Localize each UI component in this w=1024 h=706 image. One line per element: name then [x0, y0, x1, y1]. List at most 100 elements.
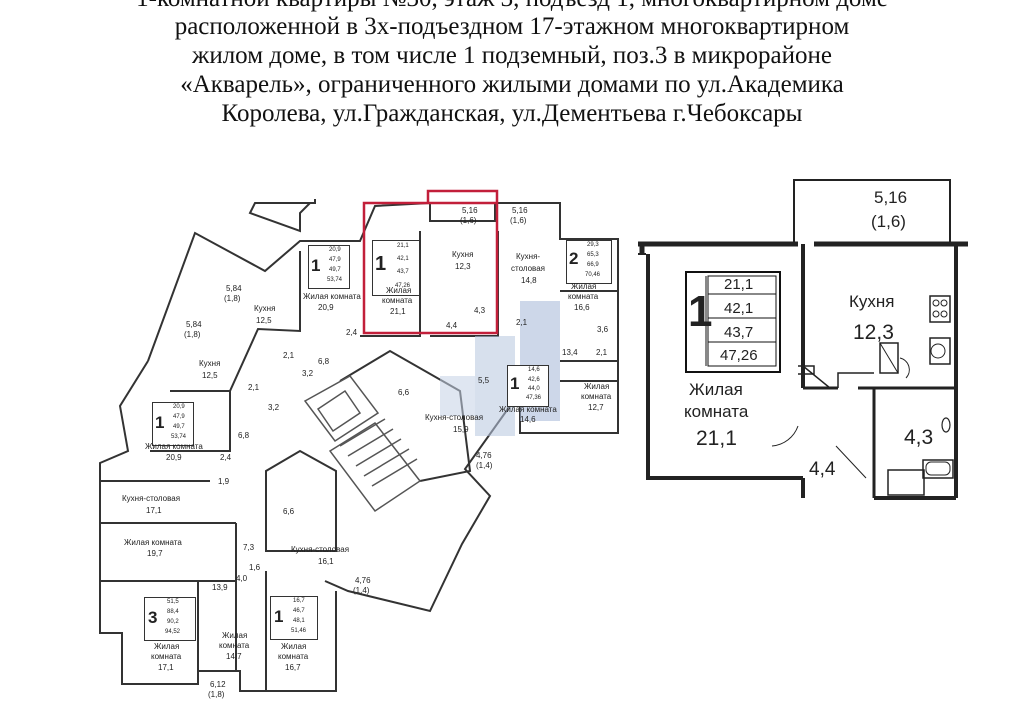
apt-a-kitchen-area: 12,3: [455, 262, 471, 271]
apt-i-area-3: 51,46: [291, 628, 307, 634]
apt-e-living-area: 20,9: [166, 453, 182, 462]
apt-d-kitchen: Кухня: [199, 359, 221, 368]
apt-f-balcony-r: (1,4): [476, 461, 493, 470]
apt-h-rooms: 3: [148, 608, 158, 627]
apt-a-rooms: 1: [375, 253, 387, 275]
apt-h-balcony-r: (1,8): [208, 690, 225, 699]
apt-b-balcony-r: (1,6): [510, 216, 527, 225]
apt-f-kitchen-area: 15,9: [453, 425, 469, 434]
apt-b-living-area: 16,6: [574, 303, 590, 312]
apt-g-wc: 1,6: [249, 563, 261, 572]
apt-i-hall: 6,6: [283, 507, 295, 516]
apt-h-area-2: 90,2: [167, 619, 179, 625]
detail-rooms: 1: [688, 287, 713, 336]
apt-b-rooms: 2: [569, 249, 579, 268]
apt-c-bath: 3,2: [302, 369, 314, 378]
apt-b-bath: 3,6: [597, 325, 609, 334]
apt-b-living-2: комната: [568, 292, 599, 301]
apt-e-hall: 6,8: [238, 431, 250, 440]
apt-e-rooms: 1: [155, 413, 165, 432]
detail-area-full: 47,26: [720, 347, 758, 364]
apt-g-kitchen: Кухня-столовая: [122, 494, 181, 503]
detail-area-total: 42,1: [724, 300, 754, 317]
apt-i-area-box: 1 16,7 46,7 48,1 51,46: [270, 596, 318, 640]
apt-d-balcony: 5,84: [186, 320, 202, 329]
detail-bath-area: 4,3: [904, 426, 934, 449]
floor-plan-labels: 1 21,1 42,1 43,7 47,26 Кухня 12,3 Жилая …: [122, 206, 612, 699]
apt-e-area-2: 49,7: [173, 424, 185, 430]
apt-f-area-2: 44,0: [528, 386, 540, 392]
apt-c-corr: 2,4: [346, 328, 358, 337]
apt-b-kitchen2: столовая: [511, 264, 545, 273]
apt-a-living-1: Жилая: [386, 286, 412, 295]
apt-a-balcony: 5,16: [462, 206, 478, 215]
apt-i-area-0: 16,7: [293, 598, 305, 604]
apt-d-kitchen-area: 12,5: [202, 371, 218, 380]
apt-i-living-area: 16,7: [285, 663, 301, 672]
apt-i-kitchen: Кухня-столовая: [291, 545, 350, 554]
apt-e-area-1: 47,9: [173, 414, 185, 420]
detail-balcony-area: 5,16: [874, 188, 908, 207]
apt-b-area-1: 65,3: [587, 252, 599, 258]
apt-b-area-2: 66,9: [587, 262, 599, 268]
apt-d-wc: 2,1: [248, 383, 260, 392]
apt-b-area-0: 29,3: [587, 242, 599, 248]
apt-h-living-b-area: 14,7: [226, 652, 242, 661]
apt-f-living: Жилая комната: [499, 405, 557, 414]
apt-a-area-3: 47,26: [395, 283, 411, 289]
apt-h-living-b: Жилая: [222, 631, 248, 640]
apt-i-area-1: 46,7: [293, 608, 305, 614]
apt-b-area-3: 70,46: [585, 272, 601, 278]
detail-living-area: 21,1: [696, 427, 737, 450]
apt-i-area-2: 48,1: [293, 618, 305, 624]
apt-h-living-area: 17,1: [158, 663, 174, 672]
apt-a-area-box: 1 21,1 42,1 43,7 47,26: [372, 240, 420, 296]
apt-f-living-b2: комната: [581, 392, 612, 401]
apt-h-living-2: комната: [151, 652, 182, 661]
apt-a-bath: 4,3: [474, 306, 486, 315]
apt-a-area-2: 43,7: [397, 269, 409, 275]
apt-c-hall: 6,8: [318, 357, 330, 366]
apt-g-living: Жилая комната: [124, 538, 182, 547]
apt-e-area-3: 53,74: [171, 434, 187, 440]
selected-apartment-outline: [362, 201, 499, 335]
apt-c-area-1: 47,9: [329, 257, 341, 263]
apt-c-kitchen-area: 12,5: [256, 316, 272, 325]
apt-c-living-area: 20,9: [318, 303, 334, 312]
apt-b-living-1: Жилая: [571, 282, 597, 291]
apt-c-balcony: 5,84: [226, 284, 242, 293]
heading-line-3: «Акварель», ограниченного жилыми домами …: [180, 71, 844, 98]
apt-c-area-box: 1 20,9 47,9 49,7 53,74: [308, 245, 350, 289]
apt-f-living-b-area: 12,7: [588, 403, 604, 412]
apt-f-living-b: Жилая: [584, 382, 610, 391]
apt-h-balcony: 6,12: [210, 680, 226, 689]
detail-living-label-1: Жилая: [689, 380, 743, 399]
detail-kitchen-label: Кухня: [849, 292, 895, 311]
apt-a-balcony-r: (1,6): [460, 216, 477, 225]
apt-i-rooms: 1: [274, 607, 284, 626]
apt-i-living-2: комната: [278, 652, 309, 661]
apt-g-living-area: 19,7: [147, 549, 163, 558]
apt-h-living-b2: комната: [219, 641, 250, 650]
apt-a-living-2: комната: [382, 296, 413, 305]
detail-kitchen-area: 12,3: [853, 321, 894, 344]
apt-f-living-area: 14,6: [520, 415, 536, 424]
apt-h-hall: 13,9: [212, 583, 228, 592]
apt-c-kitchen: Кухня: [254, 304, 276, 313]
heading-line-2: жилом доме, в том числе 1 подземный, поз…: [192, 42, 832, 69]
apt-g-bath: 4,0: [236, 574, 248, 583]
apt-f-area-3: 47,36: [526, 395, 542, 401]
detail-balcony-reduced: (1,6): [871, 212, 906, 231]
apt-i-balcony-r: (1,4): [353, 586, 370, 595]
apt-b-balcony: 5,16: [512, 206, 528, 215]
apt-f-bath: 5,5: [478, 376, 490, 385]
apt-c-area-0: 20,9: [329, 247, 341, 253]
apt-b-wc: 2,1: [596, 348, 608, 357]
apt-b-hall: 13,4: [562, 348, 578, 357]
apt-d-balcony-r: (1,8): [184, 330, 201, 339]
detail-hall-area: 4,4: [809, 459, 836, 480]
apt-h-area-0: 51,5: [167, 599, 179, 605]
apt-b-corr: 2,1: [516, 318, 528, 327]
apt-f-rooms: 1: [510, 374, 520, 393]
heading-line-4: Королева, ул.Гражданская, ул.Дементьева …: [221, 100, 803, 127]
